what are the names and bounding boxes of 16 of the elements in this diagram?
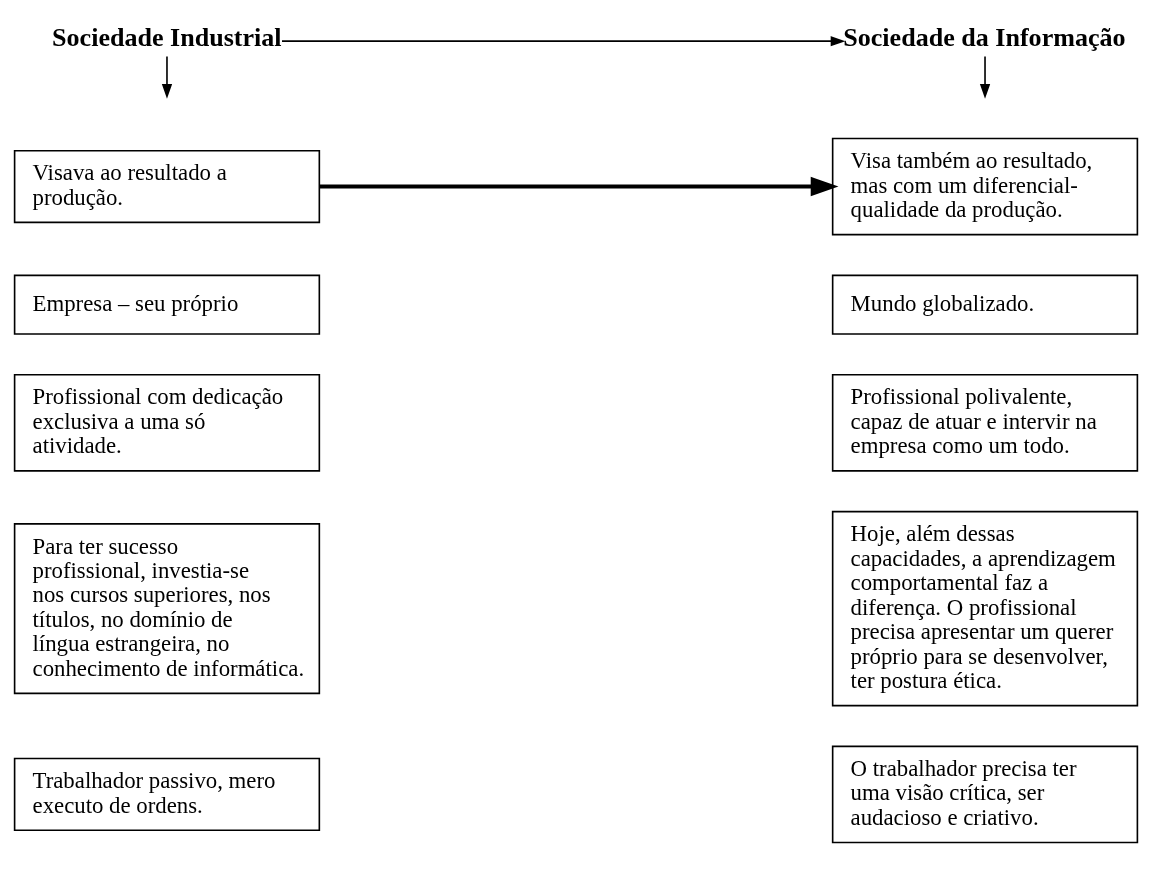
node-box: Empresa – seu próprio [13,274,321,335]
node-text: Sociedade da Informação [843,22,1126,52]
arrow [979,55,991,99]
arrow [281,36,846,47]
node-text: Sociedade Industrial [52,22,282,52]
arrow [161,55,173,99]
node-box: Profissional polivalente, capaz de atuar e intervir na empresa como um todo. [831,373,1139,472]
node-box: Visava ao resultado a produção. [13,149,321,224]
node-box: O trabalhador precisa ter uma visão crítica, ser audacioso e criativo. [831,745,1139,844]
arrow [319,176,839,197]
node-box: Visa também ao resultado, mas com um diferencial- qualidade da produção. [831,137,1139,236]
node-box: Hoje, além dessas capacidades, a aprendizagem comportamental faz a diferença. O profissional precisa apresentar um querer próprio para se desenvolver, ter postura ética. [831,510,1139,707]
node-box: Profissional com dedicação exclusiva a uma só atividade. [13,373,321,472]
node-box: Mundo globalizado. [831,274,1139,335]
node-box: Para ter sucesso profissional, investia-se nos cursos superiores, nos títulos, no domínio de língua estrangeira, no conhecimento de informática. [13,523,321,695]
node-box: Trabalhador passivo, mero executo de ordens. [13,757,321,832]
